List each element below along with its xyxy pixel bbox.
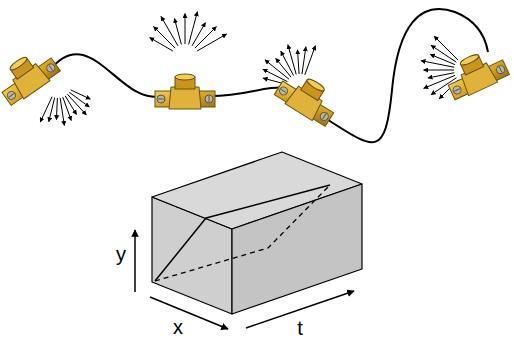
ray bbox=[174, 19, 181, 45]
ray bbox=[421, 61, 454, 68]
camera bbox=[441, 44, 510, 101]
ray bbox=[197, 34, 226, 51]
ray bbox=[192, 23, 205, 46]
axis-label: x bbox=[173, 317, 183, 337]
ray bbox=[185, 14, 186, 44]
ray bbox=[288, 45, 296, 75]
ray bbox=[431, 45, 456, 62]
ray bbox=[56, 98, 58, 120]
axis-label: y bbox=[116, 244, 126, 264]
ray bbox=[154, 27, 175, 48]
ray bbox=[424, 70, 454, 71]
ray bbox=[276, 58, 291, 77]
axis-label: t bbox=[297, 318, 303, 338]
ray bbox=[150, 38, 173, 51]
cable bbox=[50, 9, 488, 142]
ray bbox=[40, 97, 52, 122]
camera bbox=[0, 44, 61, 107]
ray bbox=[434, 36, 458, 60]
ray bbox=[65, 96, 76, 115]
axis-arrows bbox=[135, 230, 354, 329]
ray bbox=[63, 97, 71, 120]
ray bbox=[428, 73, 454, 78]
ray bbox=[60, 98, 64, 126]
camera bbox=[273, 67, 342, 128]
ray bbox=[281, 51, 294, 76]
ray bbox=[195, 27, 216, 48]
camera bbox=[155, 74, 215, 109]
ray bbox=[71, 90, 91, 99]
ray bbox=[430, 54, 455, 64]
ray bbox=[305, 46, 316, 75]
ray bbox=[297, 50, 299, 74]
ray bbox=[302, 47, 306, 74]
space-time-volume bbox=[152, 152, 362, 314]
